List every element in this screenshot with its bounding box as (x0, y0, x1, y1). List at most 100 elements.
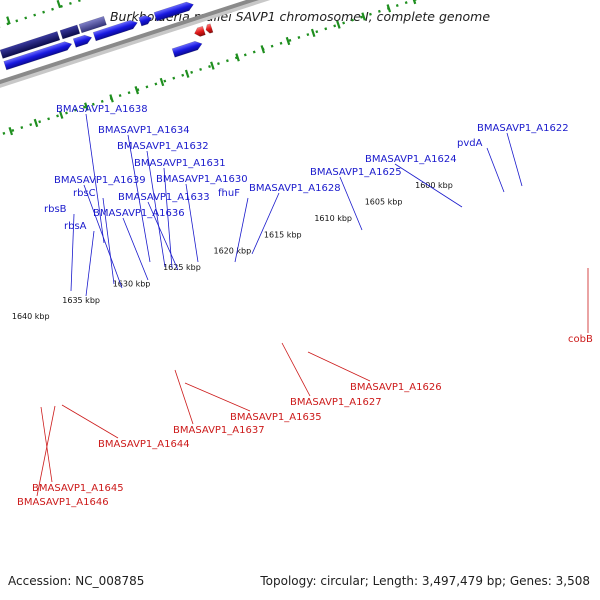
reverse-gene[interactable] (193, 25, 206, 38)
scale-tick-label: 1640 kbp (12, 312, 50, 321)
forward-gene[interactable] (92, 18, 139, 42)
gene-label[interactable]: rbsA (64, 221, 87, 232)
label-leader-line (147, 201, 179, 271)
label-leader-line (163, 167, 173, 269)
scale-dot-inner (163, 79, 167, 83)
scale-dot-outer (24, 16, 28, 20)
forward-gene[interactable] (59, 24, 81, 40)
chromosome-backbone (0, 0, 600, 240)
gene-label[interactable]: fhuF (218, 188, 240, 199)
scale-tick-minor (8, 126, 14, 136)
scale-dot-inner (315, 30, 319, 34)
scale-dot-inner (199, 67, 203, 71)
label-leader-line (486, 147, 505, 193)
scale-tick (6, 16, 11, 25)
scale-tick-label: 1635 kbp (62, 296, 100, 305)
gene-label[interactable]: BMASAVP1_A1636 (93, 208, 185, 219)
label-leader-line (307, 351, 371, 382)
gene-label[interactable]: rbsB (44, 204, 67, 215)
scale-dot-inner (20, 126, 24, 130)
label-leader-line (83, 184, 123, 289)
scale-tick-minor (33, 118, 39, 128)
forward-gene[interactable] (153, 0, 195, 22)
gene-label[interactable]: BMASAVP1_A1646 (17, 497, 109, 508)
scale-tick-label: 1630 kbp (113, 279, 151, 288)
scale-tick-minor (84, 102, 89, 111)
label-leader-line (85, 230, 95, 297)
scale-dot-inner (279, 41, 283, 45)
accession-text: Accession: NC_008785 (8, 574, 145, 588)
gene-label[interactable]: BMASAVP1_A1625 (310, 167, 402, 178)
backbone-shadow (0, 0, 600, 243)
scale-dot-inner (47, 117, 51, 121)
gene-label[interactable]: BMASAVP1_A1639 (54, 175, 146, 186)
reverse-gene[interactable] (205, 23, 214, 34)
forward-gene[interactable] (72, 33, 93, 48)
label-leader-line (40, 406, 53, 483)
scale-dot-outer (51, 7, 54, 11)
scale-tick-minor (58, 110, 64, 119)
scale-dot-inner (118, 94, 122, 98)
scale-dot-inner (369, 12, 372, 16)
gene-label[interactable]: BMASAVP1_A1633 (118, 192, 210, 203)
gene-label[interactable]: BMASAVP1_A1624 (365, 154, 457, 165)
scale-dot-inner (404, 1, 408, 5)
scale-dot-outer (15, 19, 19, 23)
scale-dot-inner (306, 33, 310, 37)
scale-tick-label: 1625 kbp (163, 263, 201, 272)
scale-dot-inner (11, 128, 15, 132)
forward-gene[interactable] (0, 31, 61, 59)
scale-dot-inner (190, 70, 194, 74)
gene-label[interactable]: BMASAVP1_A1622 (477, 123, 569, 134)
gene-label[interactable]: BMASAVP1_A1630 (156, 174, 248, 185)
scale-dot-inner (243, 53, 247, 57)
scale-tick-label: 1620 kbp (214, 247, 252, 256)
scale-dot-inner (74, 108, 77, 112)
gene-label[interactable]: BMASAVP1_A1645 (32, 483, 124, 494)
gene-label[interactable]: BMASAVP1_A1631 (134, 158, 226, 169)
label-leader-line (122, 217, 149, 281)
forward-gene[interactable] (3, 40, 73, 71)
scale-dot-outer (33, 13, 37, 17)
scale-dot-outer (69, 1, 72, 5)
scale-dot-inner (270, 44, 274, 48)
gene-label[interactable]: BMASAVP1_A1644 (98, 439, 190, 450)
label-leader-line (127, 134, 151, 263)
scale-tick-minor (310, 28, 316, 37)
scale-dot-inner (56, 114, 59, 118)
scale-dot-inner (333, 24, 337, 28)
label-leader-line (174, 369, 194, 425)
gene-label[interactable]: BMASAVP1_A1632 (117, 141, 209, 152)
gene-label[interactable]: rbsC (73, 188, 96, 199)
label-leader-line (185, 183, 199, 263)
scale-dot-inner (324, 27, 328, 31)
gene-label[interactable]: pvdA (457, 138, 483, 149)
forward-gene[interactable] (171, 39, 203, 58)
gene-label[interactable]: cobB (568, 334, 593, 345)
forward-gene[interactable] (78, 15, 107, 34)
label-leader-line (36, 405, 56, 497)
scale-tick-minor (109, 94, 114, 103)
scale-dot-inner (2, 131, 6, 135)
forward-gene[interactable] (138, 14, 153, 27)
label-leader-line (339, 176, 363, 231)
genome-summary-text: Topology: circular; Length: 3,497,479 bp… (260, 574, 590, 588)
gene-label[interactable]: BMASAVP1_A1635 (230, 412, 322, 423)
gene-label[interactable]: BMASAVP1_A1634 (98, 125, 190, 136)
scale-tick-minor (159, 77, 165, 87)
scale-tick-label: 1615 kbp (264, 230, 302, 239)
scale-tick-minor (184, 69, 190, 78)
scale-dot-inner (208, 65, 211, 69)
label-leader-line (146, 150, 166, 268)
label-leader-line (251, 192, 280, 255)
gene-label[interactable]: BMASAVP1_A1628 (249, 183, 341, 194)
scale-dot-inner (252, 50, 256, 54)
scale-tick-label: 1600 kbp (415, 181, 453, 190)
scale-tick-minor (386, 4, 392, 13)
gene-label[interactable]: BMASAVP1_A1626 (350, 382, 442, 393)
gene-label[interactable]: BMASAVP1_A1627 (290, 397, 382, 408)
scale-tick-minor (210, 61, 215, 70)
scale-dot-inner (145, 85, 149, 89)
gene-label[interactable]: BMASAVP1_A1638 (56, 104, 148, 115)
gene-label[interactable]: BMASAVP1_A1637 (173, 425, 265, 436)
